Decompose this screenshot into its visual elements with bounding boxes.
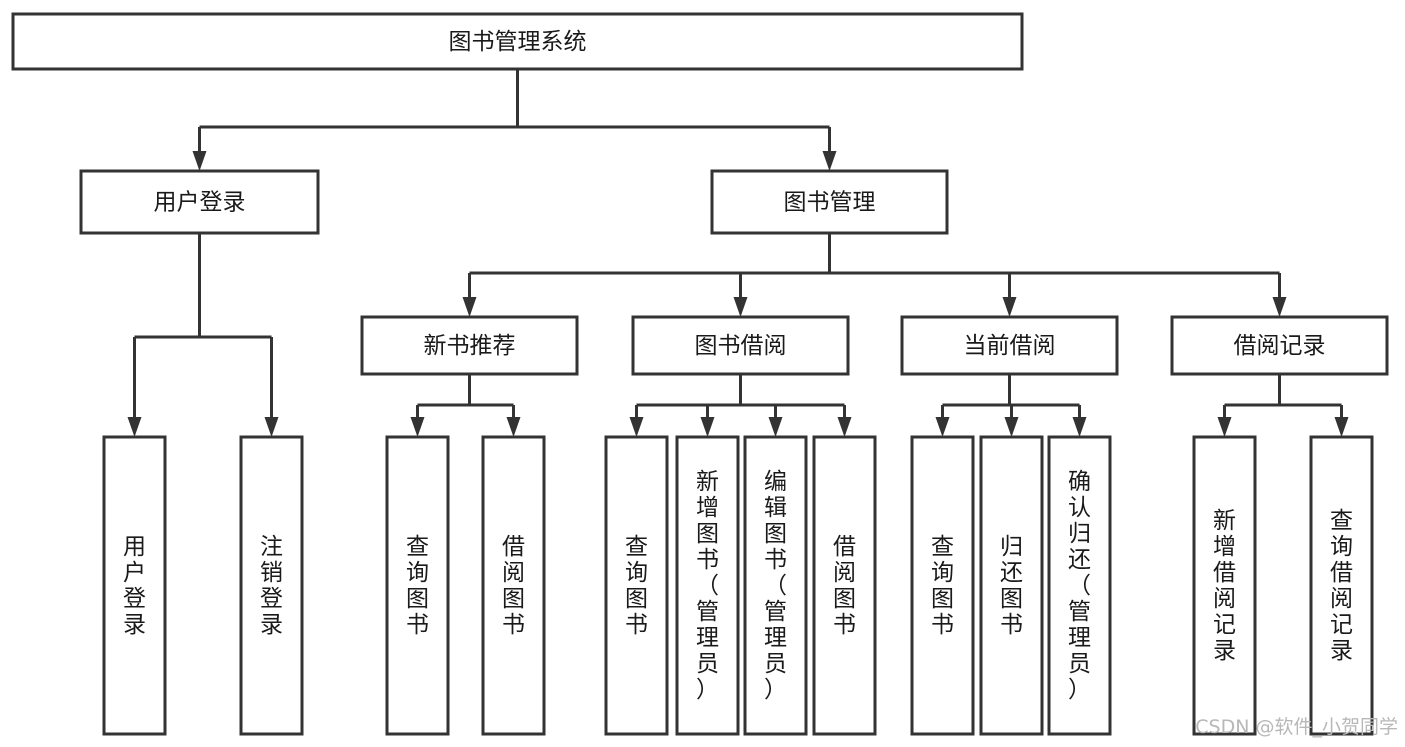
arrow-head-icon	[629, 417, 644, 437]
node-box	[239, 435, 304, 736]
node-level2-图书管理[interactable]: 图书管理	[710, 169, 949, 235]
node-box	[604, 435, 669, 736]
node-box	[979, 435, 1044, 736]
arrow-head-icon	[1004, 417, 1019, 437]
arrow-head-icon	[768, 417, 783, 437]
arrow-head-icon	[700, 417, 715, 437]
arrow-head-icon	[1217, 417, 1232, 437]
node-leaf-查询图书[interactable]: 查询图书	[910, 435, 975, 736]
node-label: 查询图书	[406, 534, 429, 638]
node-box	[675, 435, 740, 736]
node-leaf-归还图书[interactable]: 归还图书	[979, 435, 1044, 736]
node-box	[79, 169, 320, 235]
node-label: 查询图书	[625, 534, 648, 638]
node-box	[481, 435, 546, 736]
node-leaf-查询借阅记录[interactable]: 查询借阅记录	[1309, 435, 1374, 736]
node-level2-用户登录[interactable]: 用户登录	[79, 169, 320, 235]
node-box	[910, 435, 975, 736]
node-label: 新增图书（管理员）	[696, 469, 719, 703]
node-label: 用户登录	[123, 534, 146, 638]
node-leaf-查询图书[interactable]: 查询图书	[385, 435, 450, 736]
node-leaf-用户登录[interactable]: 用户登录	[102, 435, 167, 736]
node-box	[385, 435, 450, 736]
node-box	[360, 315, 579, 376]
node-box	[710, 169, 949, 235]
node-leaf-借阅图书[interactable]: 借阅图书	[481, 435, 546, 736]
arrow-head-icon	[822, 151, 837, 171]
node-label: 归还图书	[1000, 534, 1023, 638]
node-root-system[interactable]: 图书管理系统	[11, 12, 1024, 71]
arrow-head-icon	[192, 151, 207, 171]
node-label: 用户登录	[154, 190, 246, 216]
node-box	[743, 435, 808, 736]
node-label: 图书借阅	[695, 333, 787, 359]
node-leaf-注销登录[interactable]: 注销登录	[239, 435, 304, 736]
node-layer: 图书管理系统用户登录图书管理新书推荐图书借阅当前借阅借阅记录用户登录注销登录查询…	[11, 12, 1389, 736]
node-label: 注销登录	[260, 534, 283, 638]
node-box	[11, 12, 1024, 71]
node-leaf-新增借阅记录[interactable]: 新增借阅记录	[1192, 435, 1257, 736]
node-box	[812, 435, 877, 736]
arrow-head-icon	[733, 297, 748, 317]
node-box	[1309, 435, 1374, 736]
node-box	[1192, 435, 1257, 736]
node-level3-当前借阅[interactable]: 当前借阅	[900, 315, 1119, 376]
node-label: 查询借阅记录	[1330, 508, 1353, 664]
arrow-head-icon	[837, 417, 852, 437]
node-label: 查询图书	[931, 534, 954, 638]
node-level3-新书推荐[interactable]: 新书推荐	[360, 315, 579, 376]
csdn-watermark: CSDN @软件_小贺同学	[1195, 716, 1398, 738]
arrow-head-icon	[506, 417, 521, 437]
arrow-head-icon	[127, 417, 142, 437]
connector-layer	[127, 69, 1349, 437]
node-label: 当前借阅	[964, 333, 1056, 359]
node-label: 编辑图书（管理员）	[764, 469, 787, 703]
arrow-head-icon	[1002, 297, 1017, 317]
node-leaf-编辑图书（管理员）[interactable]: 编辑图书（管理员）	[743, 435, 808, 736]
arrow-head-icon	[264, 417, 279, 437]
node-level3-借阅记录[interactable]: 借阅记录	[1170, 315, 1389, 376]
node-box	[102, 435, 167, 736]
node-box	[631, 315, 850, 376]
node-box	[1047, 435, 1112, 736]
arrow-head-icon	[1272, 297, 1287, 317]
arrow-head-icon	[935, 417, 950, 437]
node-label: 确认归还（管理员）	[1068, 469, 1091, 703]
node-leaf-借阅图书[interactable]: 借阅图书	[812, 435, 877, 736]
node-leaf-新增图书（管理员）[interactable]: 新增图书（管理员）	[675, 435, 740, 736]
node-label: 图书管理系统	[449, 29, 587, 55]
arrow-head-icon	[1072, 417, 1087, 437]
arrow-head-icon	[462, 297, 477, 317]
node-level3-图书借阅[interactable]: 图书借阅	[631, 315, 850, 376]
node-leaf-确认归还（管理员）[interactable]: 确认归还（管理员）	[1047, 435, 1112, 736]
node-box	[900, 315, 1119, 376]
node-label: 图书管理	[784, 190, 876, 216]
node-label: 借阅图书	[502, 534, 525, 638]
node-label: 新增借阅记录	[1213, 508, 1236, 664]
arrow-head-icon	[1334, 417, 1349, 437]
node-label: 借阅图书	[833, 534, 856, 638]
node-leaf-查询图书[interactable]: 查询图书	[604, 435, 669, 736]
node-label: 借阅记录	[1234, 333, 1326, 359]
node-box	[1170, 315, 1389, 376]
node-label: 新书推荐	[424, 333, 516, 359]
arrow-head-icon	[410, 417, 425, 437]
